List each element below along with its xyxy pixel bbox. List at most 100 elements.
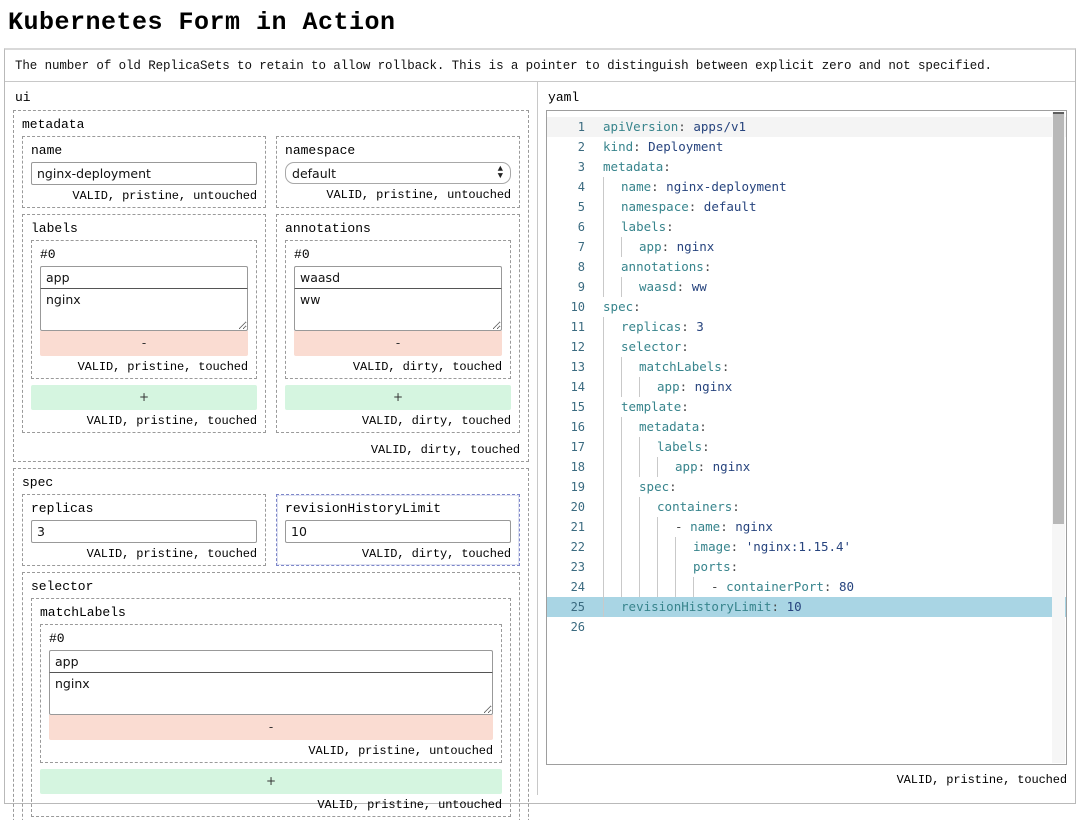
labels-value-textarea[interactable]: nginx [40, 289, 249, 331]
labels-add-button[interactable]: + [31, 385, 258, 410]
yaml-line[interactable]: 26 [547, 617, 1066, 637]
labels-item-0-status: VALID, pristine, touched [77, 360, 249, 374]
namespace-select[interactable]: default [285, 162, 512, 184]
yaml-colon: : [721, 359, 730, 374]
namespace-status: VALID, pristine, untouched [326, 188, 512, 202]
indent-guide [621, 577, 623, 597]
yaml-line-number: 18 [570, 460, 586, 474]
yaml-line[interactable]: 20 containers: [547, 497, 1066, 517]
yaml-line-text: template: [595, 397, 689, 417]
yaml-line[interactable]: 17 labels: [547, 437, 1066, 457]
yaml-line[interactable]: 21- name: nginx [547, 517, 1066, 537]
indent-guide [603, 357, 605, 377]
yaml-line-text: labels: [595, 437, 710, 457]
yaml-line-text: labels: [595, 217, 674, 237]
yaml-line-number: 11 [570, 320, 586, 334]
yaml-line-number: 17 [570, 440, 586, 454]
yaml-pane-label: yaml [548, 90, 580, 105]
yaml-value: nginx-deployment [658, 179, 787, 194]
yaml-key: containerPort [726, 579, 824, 594]
indent-guide [621, 517, 623, 537]
indent-guide [603, 237, 605, 257]
labels-remove-button[interactable]: - [40, 331, 249, 356]
field-annotations-label: annotations [285, 221, 371, 236]
name-input[interactable] [31, 162, 258, 185]
yaml-key: apiVersion [603, 119, 679, 134]
match-labels-add-button[interactable]: + [40, 769, 503, 794]
yaml-line-number: 20 [570, 500, 586, 514]
indent-guide [639, 537, 641, 557]
match-labels-value-textarea[interactable]: nginx [49, 673, 494, 715]
replicas-input[interactable] [31, 520, 258, 543]
revision-history-limit-status: VALID, dirty, touched [361, 547, 512, 561]
spec-label: spec [22, 475, 54, 490]
yaml-line-number: 1 [577, 120, 586, 134]
revision-history-limit-input[interactable] [285, 520, 512, 543]
yaml-line-number: 25 [570, 600, 586, 614]
yaml-colon: : [697, 459, 706, 474]
yaml-key: matchLabels [639, 359, 722, 374]
indent-guide [657, 577, 659, 597]
labels-key-input[interactable] [40, 266, 249, 289]
yaml-colon: : [678, 119, 686, 134]
page-title: Kubernetes Form in Action [8, 8, 396, 37]
replicas-status: VALID, pristine, touched [86, 547, 258, 561]
yaml-line-text: containers: [595, 497, 740, 517]
yaml-colon: : [666, 219, 674, 234]
match-labels-key-input[interactable] [49, 650, 494, 673]
yaml-line-number: 14 [570, 380, 586, 394]
yaml-line-number: 19 [570, 480, 586, 494]
field-name: name VALID, pristine, untouched [22, 136, 267, 208]
yaml-line-number: 22 [570, 540, 586, 554]
annotations-value-textarea[interactable]: ww [294, 289, 503, 331]
annotations-add-button[interactable]: + [285, 385, 512, 410]
yaml-colon: : [703, 259, 712, 274]
annotations-key-input[interactable] [294, 266, 503, 289]
indent-guide [639, 577, 641, 597]
yaml-colon: : [732, 499, 740, 514]
yaml-key: waasd [639, 279, 677, 294]
yaml-line[interactable]: 2 kind: Deployment [547, 137, 1066, 157]
annotations-remove-button[interactable]: - [294, 331, 503, 356]
indent-guide [603, 377, 605, 397]
indent-guide [675, 577, 677, 597]
yaml-line-text: kind: Deployment [595, 137, 723, 157]
yaml-dash: - [675, 519, 691, 534]
indent-guide [621, 377, 623, 397]
yaml-line-number: 2 [577, 140, 586, 154]
yaml-scrollbar[interactable] [1052, 112, 1065, 763]
match-labels-remove-button[interactable]: - [49, 715, 494, 740]
field-namespace-label: namespace [285, 143, 356, 158]
field-annotations: annotations #0 ww - VALID, dirty, touche… [276, 214, 521, 433]
selector-label: selector [31, 579, 94, 594]
yaml-line[interactable]: 24- containerPort: 80 [547, 577, 1066, 597]
annotations-item-0: #0 ww - VALID, dirty, touched [285, 240, 512, 379]
annotations-item-0-kv: ww [294, 266, 503, 331]
indent-guide [603, 397, 605, 417]
indent-guide [675, 557, 677, 577]
yaml-value: ww [684, 279, 707, 294]
scrollbar-thumb[interactable] [1053, 114, 1064, 524]
